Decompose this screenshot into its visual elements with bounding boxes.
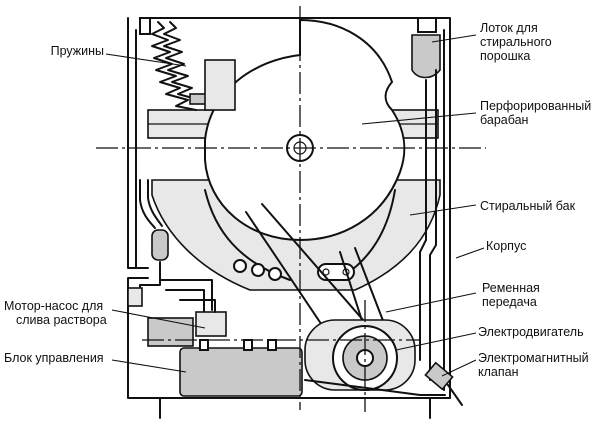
control-unit [179, 339, 303, 397]
label-springs: Пружины [51, 44, 104, 58]
springs [151, 21, 236, 111]
solenoid-valve [424, 361, 463, 406]
label-drum-line2: барабан [480, 113, 529, 127]
label-motor: Электродвигатель [478, 325, 584, 339]
housing [127, 17, 451, 419]
label-belt-line1: Ременная [482, 281, 540, 295]
label-pump-line1: Мотор-насос для [4, 299, 103, 313]
labels: Пружины Лоток для стирального порошка Пе… [4, 21, 591, 379]
label-pump-line2: слива раствора [16, 313, 107, 327]
detergent-tray [411, 34, 441, 381]
electric-motor [304, 319, 446, 396]
leader-lines [105, 34, 485, 377]
label-drum-line1: Перфорированный [480, 99, 591, 113]
drain-pump-motor [147, 299, 227, 347]
left-hoses [127, 179, 213, 313]
label-detergent-tray-line1: Лоток для [480, 21, 538, 35]
label-control-unit: Блок управления [4, 351, 104, 365]
center-lines [96, 6, 486, 412]
label-valve-line2: клапан [478, 365, 519, 379]
label-detergent-tray-line2: стирального [480, 35, 552, 49]
perforated-drum [204, 18, 406, 242]
label-detergent-tray-line3: порошка [480, 49, 530, 63]
label-valve-line1: Электромагнитный [478, 351, 589, 365]
label-housing: Корпус [486, 239, 526, 253]
label-tub: Стиральный бак [480, 199, 576, 213]
label-belt-line2: передача [482, 295, 537, 309]
